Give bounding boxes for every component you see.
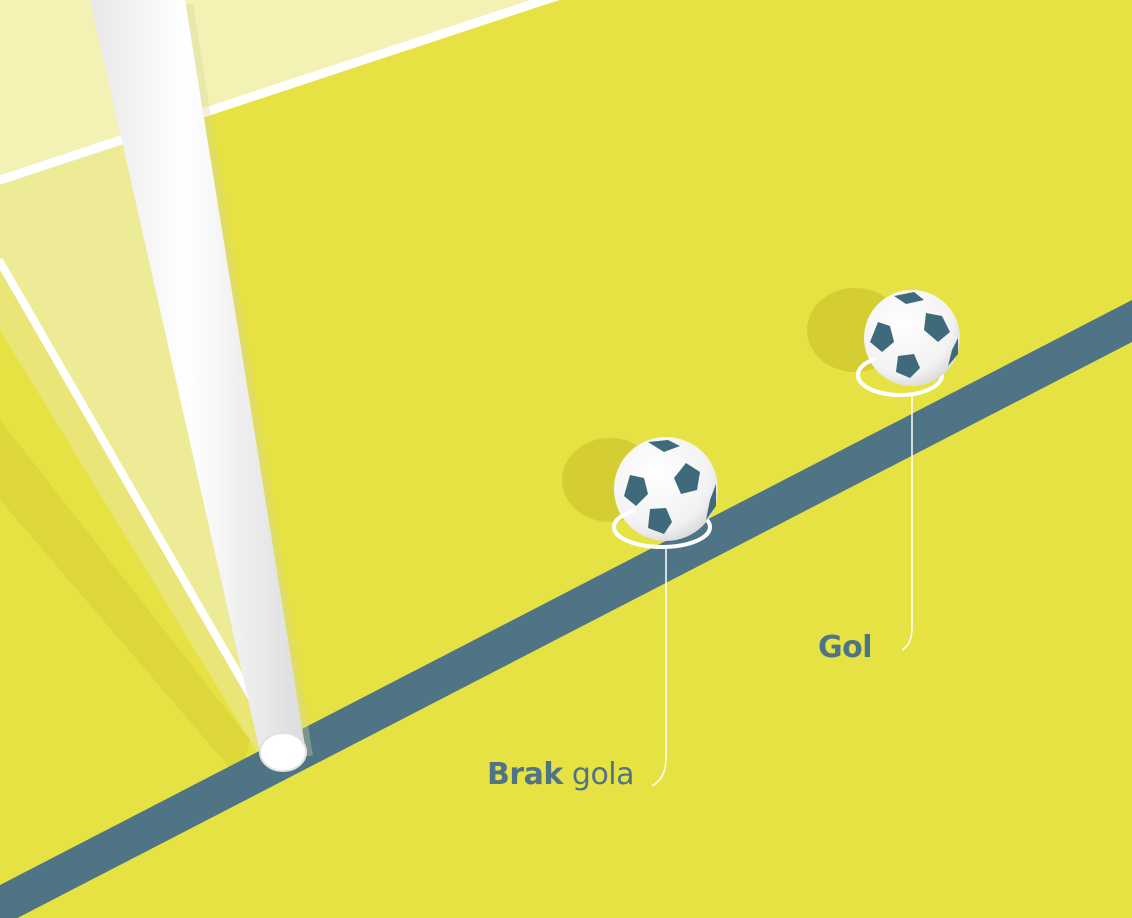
- label-no-goal-regular: gola: [572, 757, 634, 792]
- label-goal: Gol: [818, 630, 872, 665]
- label-no-goal-bold: Brak: [487, 757, 563, 792]
- label-no-goal: Brak gola: [487, 757, 634, 792]
- label-goal-bold: Gol: [818, 630, 872, 665]
